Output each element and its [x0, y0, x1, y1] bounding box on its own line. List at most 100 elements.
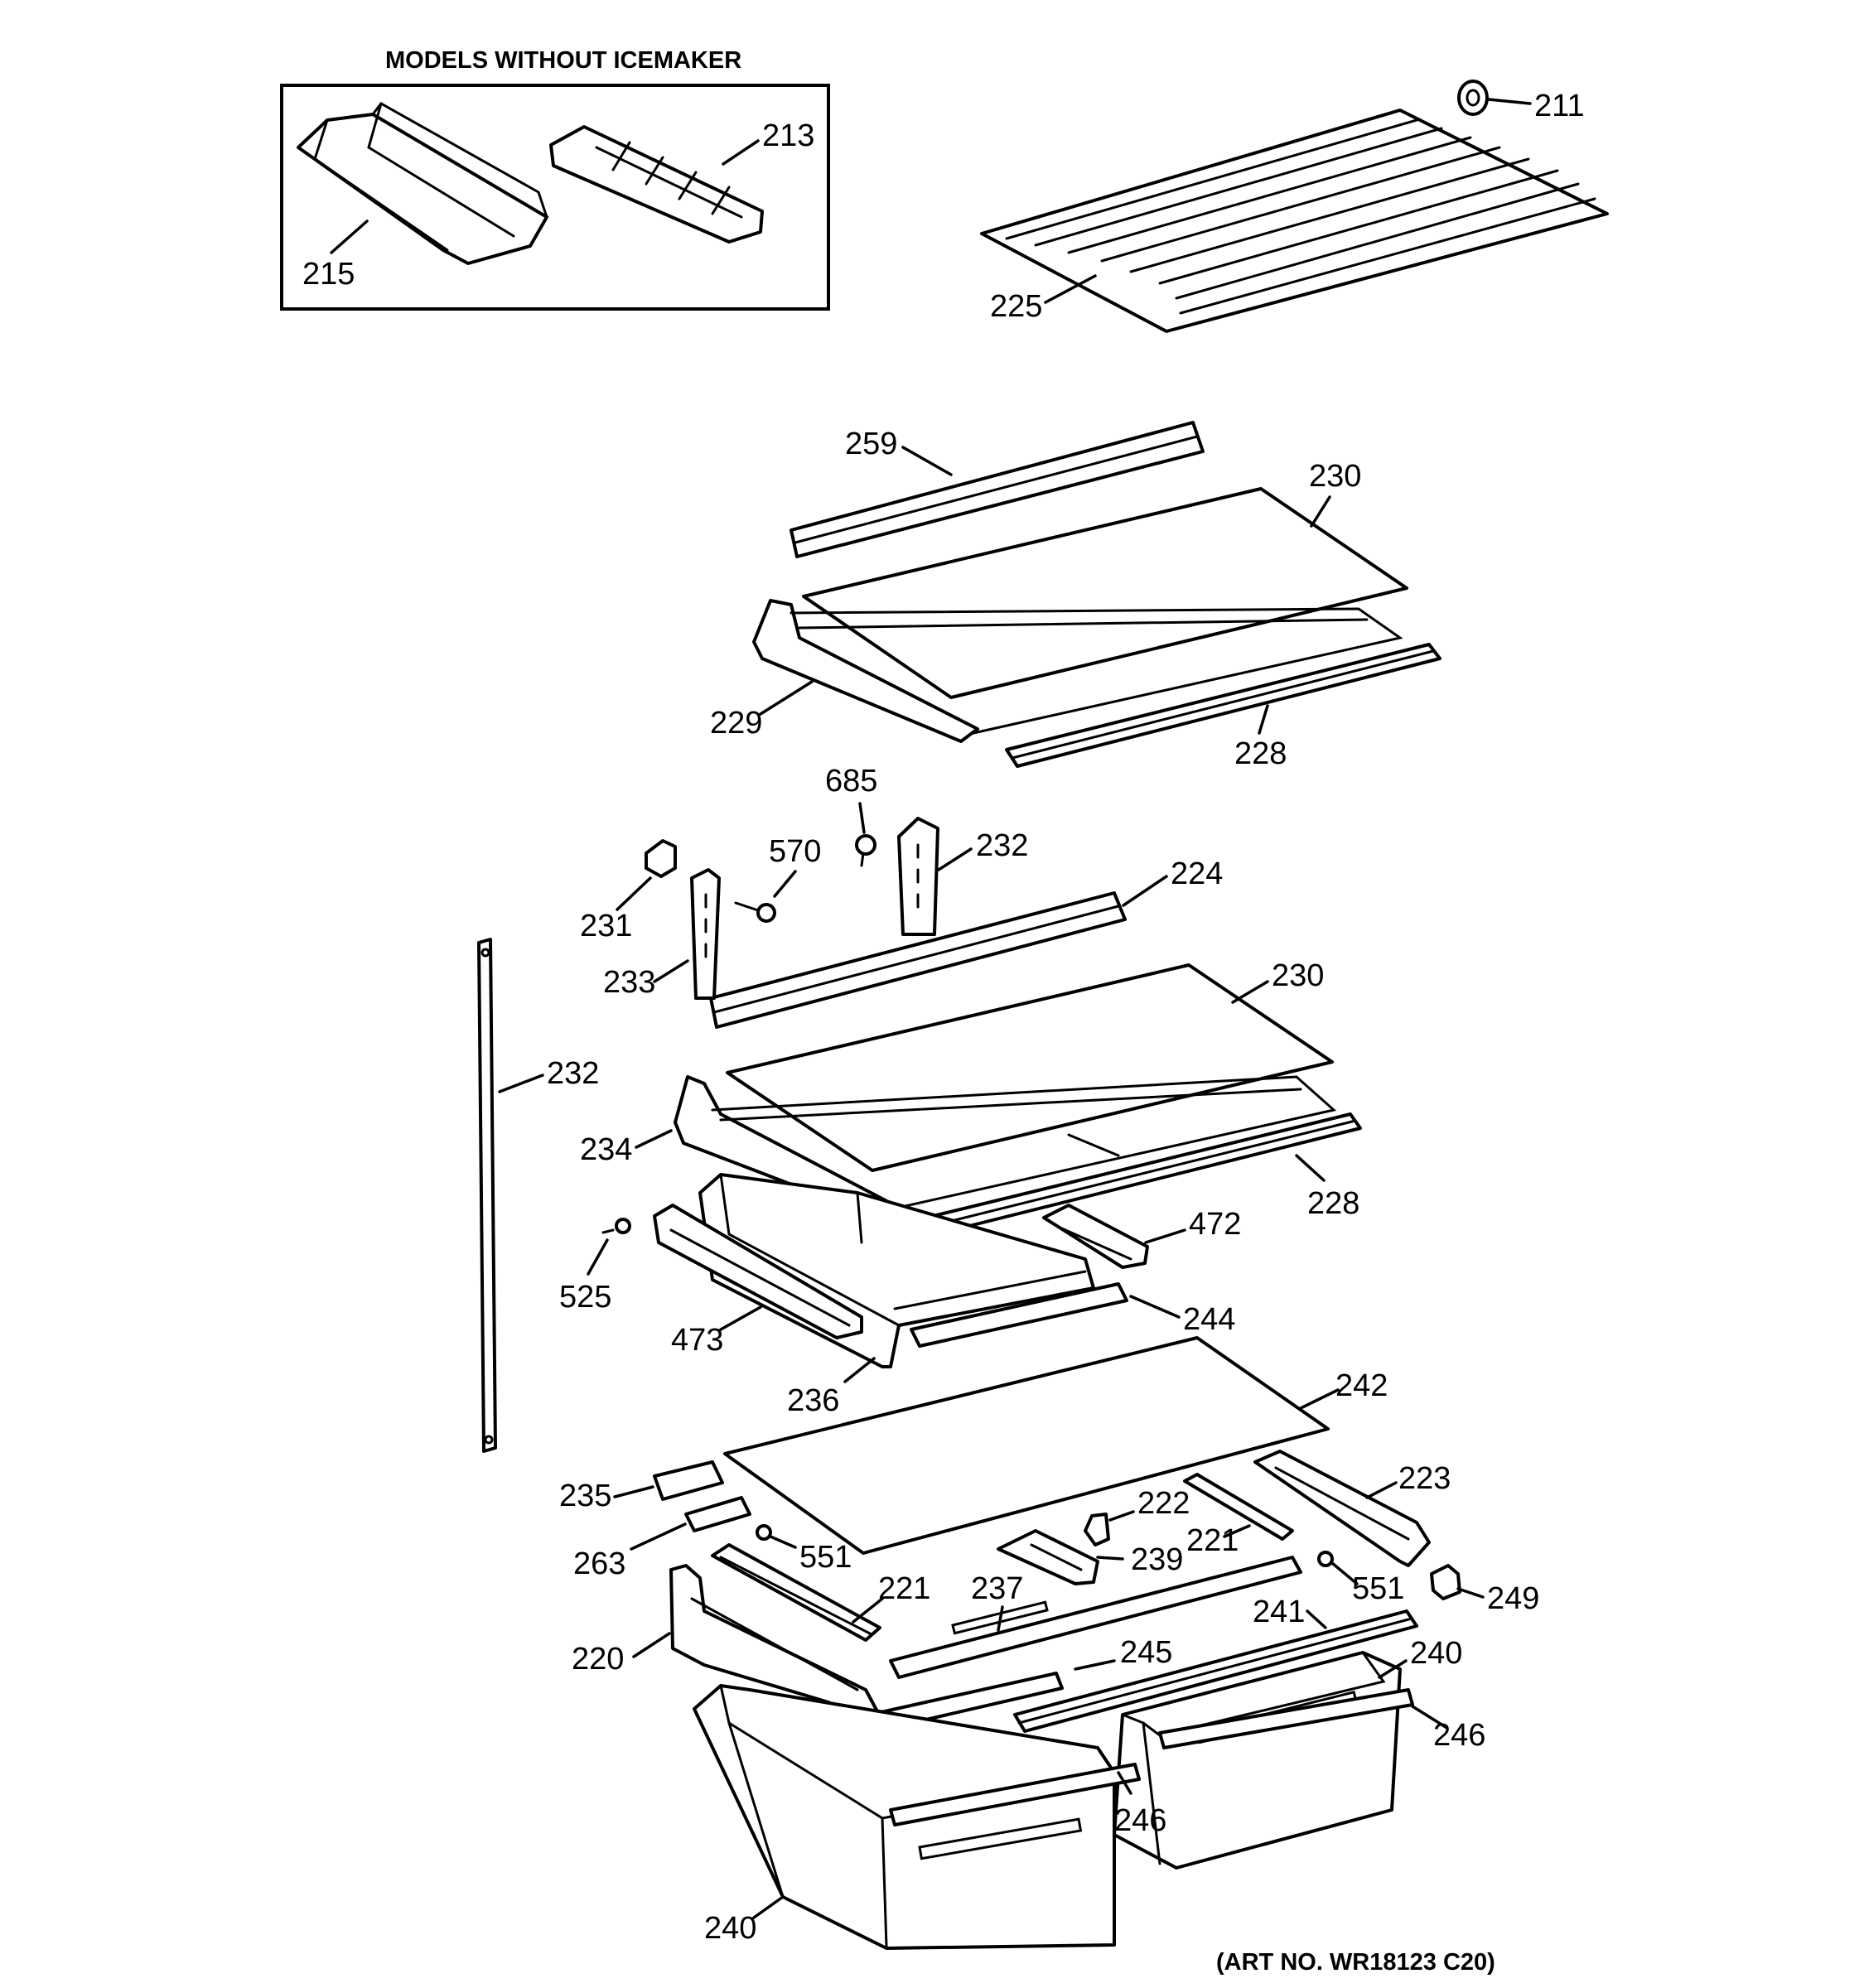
shelf-frame-part-229 [752, 599, 1403, 743]
label-242: 242 [1335, 1368, 1388, 1403]
leader-229 [759, 680, 814, 716]
shelf-rail-part-228-upper [1005, 643, 1441, 768]
leader-221-right [1223, 1524, 1251, 1538]
leader-525 [587, 1238, 609, 1276]
label-221-right: 221 [1186, 1523, 1239, 1558]
slide-rail-part-472 [1042, 1204, 1149, 1269]
label-230-upper: 230 [1309, 459, 1361, 494]
shelf-clip-part-211 [1457, 80, 1489, 116]
leader-231 [616, 876, 652, 911]
screw-part-525 [601, 1218, 631, 1234]
leader-244 [1129, 1295, 1181, 1319]
leader-241 [1306, 1609, 1327, 1629]
leader-473 [719, 1305, 762, 1331]
label-213: 213 [762, 118, 814, 153]
label-236: 236 [787, 1383, 839, 1418]
label-472: 472 [1189, 1207, 1241, 1242]
glass-shelf-part-230-middle [726, 963, 1334, 1172]
label-525: 525 [559, 1280, 611, 1315]
label-215: 215 [302, 257, 355, 292]
leader-230-middle [1231, 980, 1269, 1004]
screw-part-570 [734, 901, 776, 923]
leader-245 [1074, 1659, 1116, 1671]
rail-part-221-right [1183, 1473, 1294, 1541]
leader-472 [1144, 1228, 1186, 1244]
label-230-middle: 230 [1272, 958, 1324, 993]
label-570: 570 [769, 834, 821, 869]
bracket-part-235 [653, 1460, 724, 1501]
label-241: 241 [1253, 1595, 1305, 1629]
leader-235 [613, 1485, 654, 1498]
ice-tray-part-213 [549, 125, 764, 244]
leader-228-upper [1258, 704, 1269, 735]
slide-rail-part-473 [653, 1204, 863, 1339]
rail-part-241 [1013, 1609, 1418, 1733]
leader-223 [1365, 1481, 1398, 1499]
label-221-left: 221 [878, 1571, 930, 1606]
leader-263 [630, 1522, 687, 1551]
glass-cover-part-242 [723, 1336, 1330, 1555]
end-cap-part-222 [1084, 1513, 1110, 1546]
label-263: 263 [573, 1546, 625, 1581]
label-249: 249 [1487, 1581, 1539, 1616]
label-233: 233 [603, 965, 655, 1000]
label-245: 245 [1120, 1635, 1172, 1670]
leader-685 [858, 802, 866, 834]
label-228-middle: 228 [1307, 1186, 1359, 1221]
leader-222 [1108, 1510, 1135, 1522]
label-246-left: 246 [1114, 1803, 1166, 1838]
leader-259 [901, 446, 953, 476]
art-number: (ART NO. WR18123 C20) [1216, 1949, 1495, 1976]
leader-228-middle [1295, 1154, 1326, 1182]
leader-224 [1122, 875, 1168, 907]
inset-title: MODELS WITHOUT ICEMAKER [385, 47, 741, 74]
leader-242 [1299, 1388, 1340, 1410]
side-rail-part-223 [1253, 1450, 1431, 1567]
label-225: 225 [990, 289, 1042, 324]
screw-part-685 [855, 834, 876, 867]
label-259: 259 [845, 427, 897, 461]
label-220: 220 [572, 1642, 624, 1677]
leader-551-left [769, 1535, 797, 1549]
leader-234 [635, 1129, 673, 1149]
leader-236 [843, 1357, 876, 1383]
label-237: 237 [971, 1571, 1023, 1606]
shelf-trim-part-224 [709, 891, 1127, 1029]
leader-220 [632, 1632, 671, 1658]
shelf-stop-part-231 [645, 839, 677, 878]
handle-part-246-right [1158, 1688, 1414, 1749]
wire-shelf-part-225 [980, 109, 1609, 333]
leader-246-right [1411, 1705, 1447, 1729]
leader-232-upper [937, 847, 973, 871]
bracket-part-239 [997, 1529, 1099, 1585]
leader-225 [1044, 274, 1097, 304]
leader-230-upper [1310, 495, 1331, 528]
label-244: 244 [1183, 1302, 1235, 1337]
pan-rail-part-244 [910, 1282, 1128, 1348]
leader-551-right [1330, 1561, 1359, 1585]
screw-part-551-left [756, 1524, 772, 1541]
shelf-trim-part-259 [790, 421, 1205, 558]
label-223: 223 [1398, 1461, 1451, 1496]
label-239: 239 [1131, 1542, 1183, 1577]
leader-240-left [752, 1895, 785, 1919]
handle-part-246-left [889, 1763, 1141, 1826]
label-240-left: 240 [704, 1911, 756, 1946]
leader-232-long [498, 1074, 544, 1093]
leader-240-right [1378, 1659, 1408, 1679]
label-231: 231 [580, 909, 632, 943]
label-551-left: 551 [799, 1540, 852, 1575]
ice-bucket-part-215 [297, 102, 548, 265]
label-246-right: 246 [1433, 1718, 1485, 1753]
leader-237 [997, 1605, 1004, 1632]
leader-246-left [1117, 1771, 1132, 1795]
label-224: 224 [1171, 856, 1223, 891]
label-232-upper: 232 [976, 828, 1028, 863]
leader-221-left [852, 1597, 884, 1624]
label-685: 685 [825, 764, 877, 799]
leader-570 [773, 870, 797, 898]
leader-249 [1456, 1587, 1485, 1599]
leader-233 [653, 959, 689, 983]
label-228-upper: 228 [1234, 736, 1287, 771]
shelf-support-part-232-upper [897, 817, 939, 936]
